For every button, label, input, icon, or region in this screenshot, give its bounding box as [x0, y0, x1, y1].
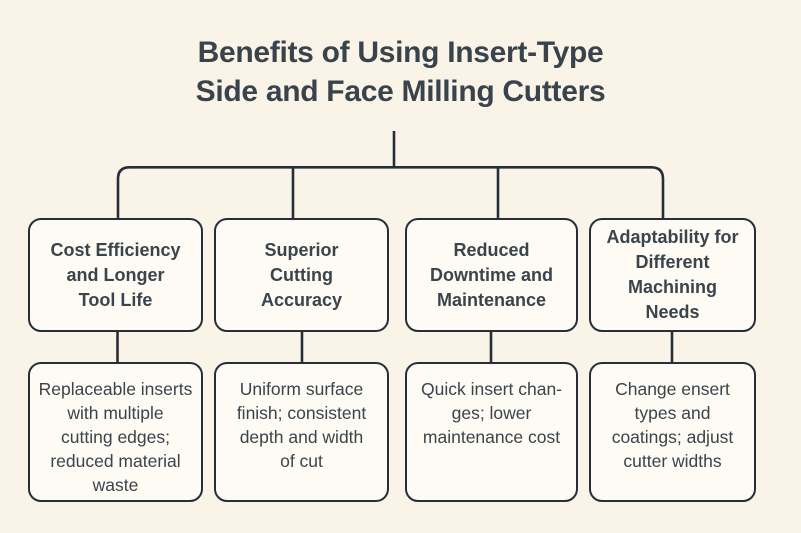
branch-bracket-line [116, 166, 665, 218]
branch-detail-text: Replaceable inserts with multiple cuttin… [38, 379, 193, 495]
branch-detail-reduced-downtime: Quick insert chan- ges; lower maintenanc… [405, 362, 578, 502]
branch-detail-text: Change ensert types and coatings; adjust… [611, 379, 734, 471]
branch-header-cutting-accuracy: Superior Cutting Accuracy [214, 218, 389, 332]
branch-header-adaptability: Adaptability for Different Machining Nee… [589, 218, 756, 332]
branch-detail-adaptability: Change ensert types and coatings; adjust… [589, 362, 756, 502]
branch-detail-text: Uniform surface finish; consistent depth… [236, 379, 367, 471]
branch-header-label: Reduced Downtime and Maintenance [429, 239, 553, 310]
branch-header-label: Adaptability for Different Machining Nee… [606, 227, 739, 322]
branch-header-label: Cost Efficiency and Longer Tool Life [50, 239, 181, 310]
branch-header-reduced-downtime: Reduced Downtime and Maintenance [405, 218, 578, 332]
page-title: Benefits of Using Insert-Type Side and F… [195, 36, 606, 108]
branch-detail-cutting-accuracy: Uniform surface finish; consistent depth… [214, 362, 389, 502]
branch-header-cost-efficiency: Cost Efficiency and Longer Tool Life [28, 218, 203, 332]
branch-detail-cost-efficiency: Replaceable inserts with multiple cuttin… [28, 362, 203, 502]
branch-header-label: Superior Cutting Accuracy [260, 239, 343, 310]
branch-detail-text: Quick insert chan- ges; lower maintenanc… [420, 379, 563, 447]
